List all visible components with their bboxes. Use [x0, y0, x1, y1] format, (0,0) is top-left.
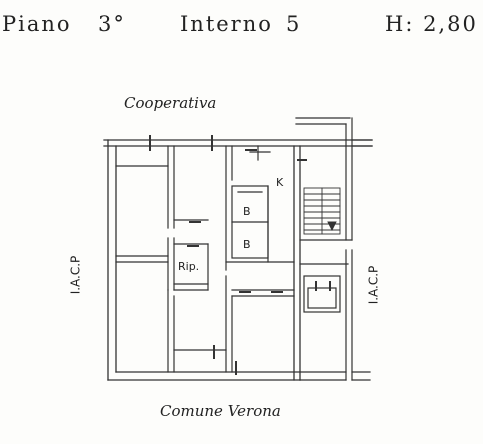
- bath-1-label: B: [243, 205, 251, 218]
- floor-label: Piano: [2, 12, 72, 36]
- outer-walls: [103, 139, 373, 381]
- stair-treads: [303, 187, 341, 235]
- kitchen-label: K: [276, 176, 284, 189]
- external-walls: [299, 139, 373, 381]
- stair-core: [295, 117, 353, 381]
- elevator-shaft: [303, 275, 341, 313]
- openings: [149, 135, 331, 375]
- storage-label: Rip.: [178, 260, 200, 273]
- ceiling-height: H: 2,80: [385, 12, 478, 36]
- unit-number: 5: [286, 12, 302, 36]
- bottom-neighbor-label: Comune Verona: [160, 402, 281, 420]
- unit-label: Interno: [180, 12, 273, 36]
- bath-2-label: B: [243, 238, 251, 251]
- interior-walls: [115, 145, 295, 373]
- floor-number: 3°: [98, 12, 126, 36]
- top-neighbor-label: Cooperativa: [124, 94, 217, 112]
